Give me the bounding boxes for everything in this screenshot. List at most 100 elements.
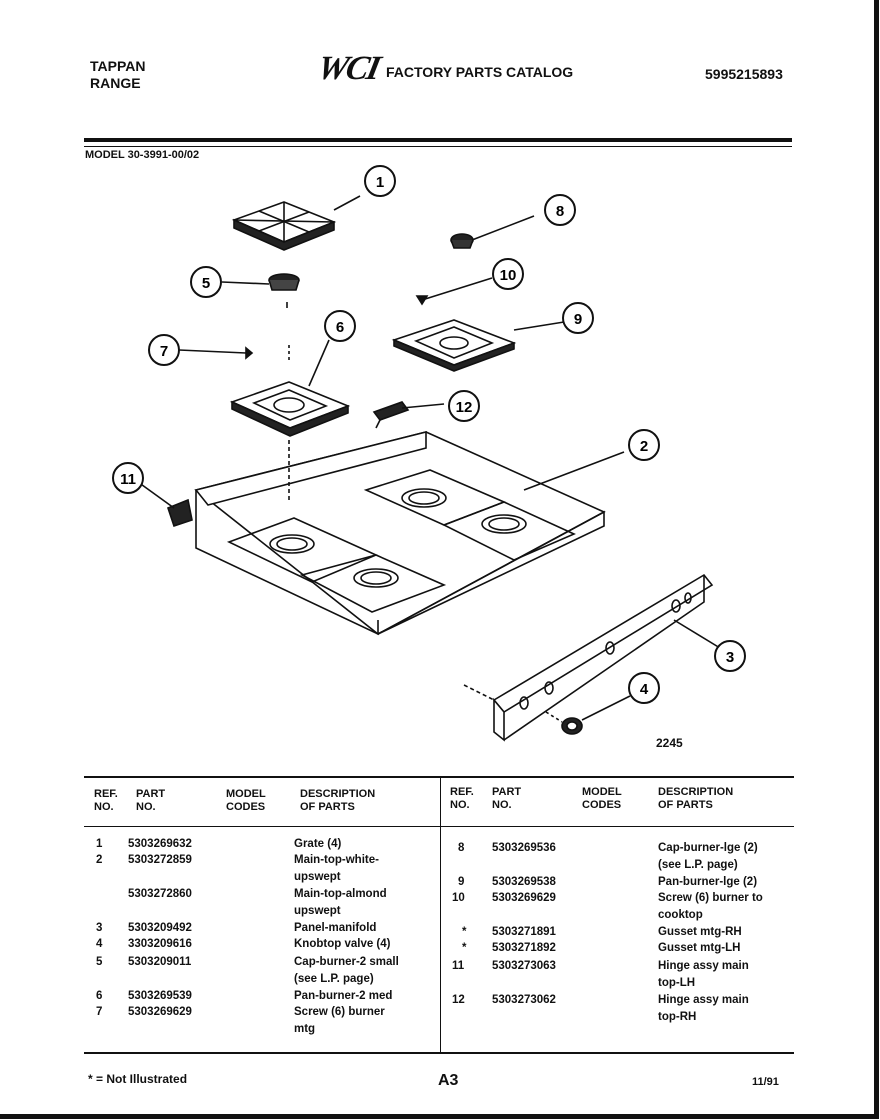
hinge-rh-drawing [372,401,445,429]
pan-burner-large-drawing [391,319,565,372]
header-part-right: PART NO. [492,786,522,811]
grate-drawing [231,195,361,251]
left-part-8: 5303269629 [128,1006,192,1018]
callout-9-label: 9 [574,311,582,328]
right-part-2: 5303269538 [492,876,556,888]
callout-2: 2 [628,429,660,461]
header-desc-right: DESCRIPTION OF PARTS [658,786,734,811]
screw-10-drawing [415,277,493,306]
right-desc-5: Gusset mtg-LH [658,942,741,954]
right-desc-3: Screw (6) burner to cooktop [658,892,763,921]
left-desc-5: Knobtop valve (4) [294,938,391,950]
footer-date: 11/91 [752,1076,779,1088]
callout-8-label: 8 [556,203,564,220]
callout-3-label: 3 [726,649,734,666]
table-bottom-rule [84,1052,794,1054]
left-ref-4: 3 [96,922,103,934]
right-desc-4: Gusset mtg-RH [658,926,742,938]
left-desc-1: Grate (4) [294,838,342,850]
left-part-7: 5303269539 [128,990,192,1002]
right-ref-1: 8 [458,842,465,854]
header-part-left: PART NO. [136,788,166,813]
right-ref-2: 9 [458,876,465,888]
right-part-7: 5303273062 [492,994,556,1006]
callout-5: 5 [190,266,222,298]
knobtop-valve-drawing [545,695,631,735]
callout-2-label: 2 [640,438,648,455]
left-ref-2: 2 [96,854,103,866]
brand-line1: TAPPAN [90,58,146,74]
left-ref-7: 6 [96,990,103,1002]
left-part-1: 5303269632 [128,838,192,850]
left-part-6: 5303209011 [128,956,192,968]
right-ref-6: 11 [452,960,465,972]
left-part-3: 5303272860 [128,888,192,900]
brand-line2: RANGE [90,75,141,91]
callout-11-label: 11 [120,471,136,488]
callout-7-label: 7 [160,343,168,360]
header-rule [84,138,792,142]
screw-7-drawing [178,346,254,360]
callout-1-label: 1 [376,174,384,191]
model-number: MODEL 30-3991-00/02 [85,149,200,161]
main-top-drawing [194,430,625,636]
hinge-lh-drawing [137,481,193,528]
callout-7: 7 [148,334,180,366]
right-part-1: 5303269536 [492,842,556,854]
right-ref-3: 10 [452,892,465,904]
right-part-5: 5303271892 [492,942,556,954]
right-desc-1: Cap-burner-lge (2) (see L.P. page) [658,842,758,871]
right-part-3: 5303269629 [492,892,556,904]
left-desc-2: Main-top-white- upswept [294,854,379,883]
header-codes-right: MODEL CODES [582,786,622,811]
callout-10-label: 10 [500,267,517,284]
manifold-panel-drawing [463,573,721,742]
right-desc-6: Hinge assy main top-LH [658,960,749,989]
catalog-number: 5995215893 [705,66,783,82]
callout-6-label: 6 [336,319,344,336]
header-ref-right: REF. NO. [450,786,474,811]
right-ref-4: * [462,926,467,938]
callout-4: 4 [628,672,660,704]
left-desc-6: Cap-burner-2 small (see L.P. page) [294,956,399,985]
callout-9: 9 [562,302,594,334]
pan-burner-med-drawing [229,339,351,437]
right-part-4: 5303271891 [492,926,556,938]
callout-5-label: 5 [202,275,210,292]
left-desc-4: Panel-manifold [294,922,377,934]
left-part-2: 5303272859 [128,854,192,866]
left-part-4: 5303209492 [128,922,192,934]
left-part-5: 3303209616 [128,938,192,950]
right-part-6: 5303273063 [492,960,556,972]
callout-6: 6 [324,310,356,342]
right-ref-5: * [462,942,467,954]
cap-burner-large-drawing [450,215,535,249]
left-ref-6: 5 [96,956,103,968]
table-top-rule [84,776,794,778]
exploded-parts-diagram: 1 2 3 4 5 6 7 8 9 10 11 12 [112,165,746,742]
brand: TAPPAN RANGE [90,58,145,92]
header-desc-left: DESCRIPTION OF PARTS [300,788,376,813]
left-desc-7: Pan-burner-2 med [294,990,393,1002]
figure-number: 2245 [656,736,683,750]
page-number: A3 [438,1072,459,1089]
header-ref-left: REF. NO. [94,788,118,813]
callout-8: 8 [544,194,576,226]
right-ref-7: 12 [452,994,465,1006]
left-desc-3: Main-top-almond upswept [294,888,387,917]
callout-1: 1 [364,165,396,197]
right-desc-7: Hinge assy main top-RH [658,994,749,1023]
callout-4-label: 4 [640,681,649,698]
header-codes-left: MODEL CODES [226,788,266,813]
callout-10: 10 [492,258,524,290]
catalog-title: FACTORY PARTS CATALOG [386,64,574,80]
callout-11: 11 [112,462,144,494]
left-ref-1: 1 [96,838,103,850]
left-ref-8: 7 [96,1006,103,1018]
footnote: * = Not Illustrated [88,1072,188,1086]
left-desc-8: Screw (6) burner mtg [294,1006,385,1035]
table-column-separator [440,777,441,1052]
table-header-rule [84,826,794,827]
callout-12: 12 [448,390,480,422]
